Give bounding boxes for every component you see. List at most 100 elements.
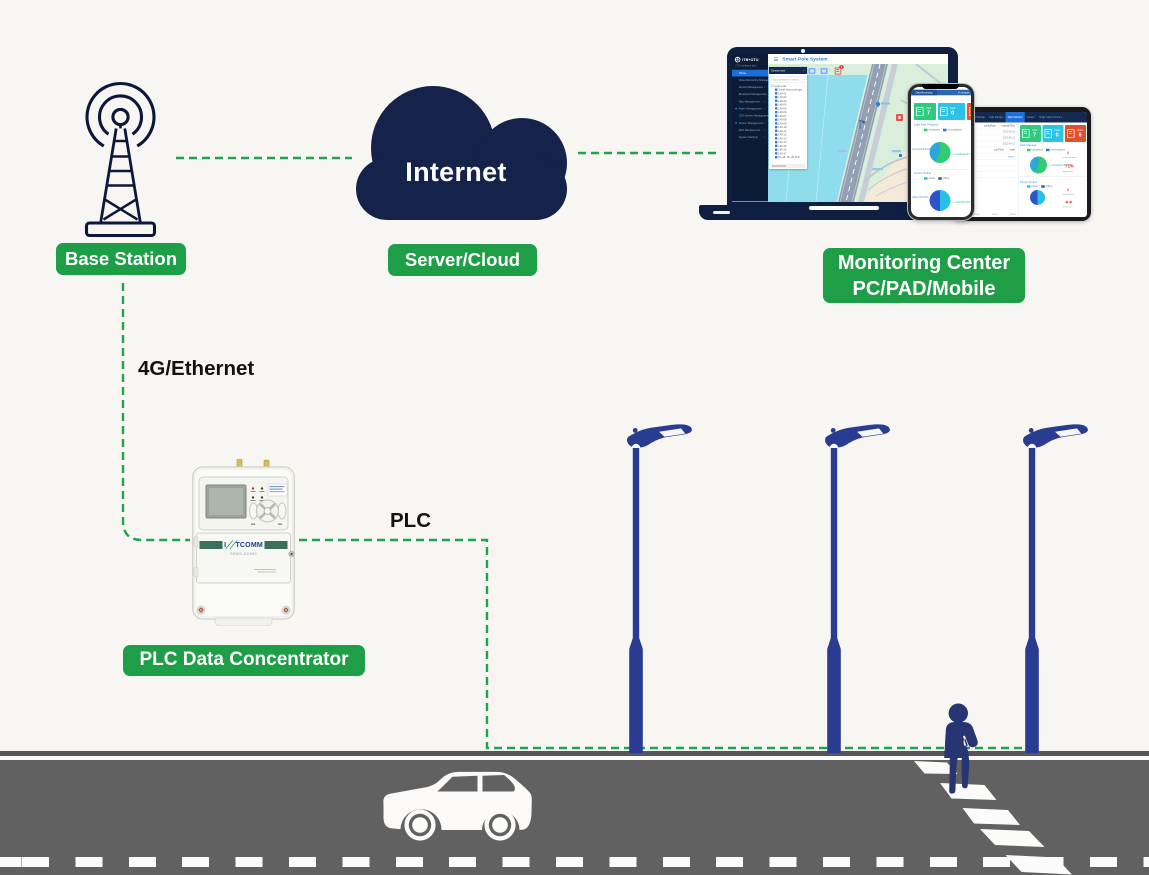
tablet-table-row: 2021-09-12: [1002, 129, 1015, 133]
checkbox-icon[interactable]: [774, 129, 777, 132]
phone-header-menu[interactable]: ⚙ navigate: [957, 91, 970, 94]
phone-notch: [922, 84, 959, 89]
device-model-text: SDMS-DC690: [230, 551, 257, 556]
checkbox-icon[interactable]: [774, 107, 777, 110]
tablet-nav-item[interactable]: Data Statistics: [1005, 111, 1025, 122]
device-tree-item[interactable]: L40-15: [771, 144, 807, 148]
checkbox-icon[interactable]: [774, 156, 777, 159]
device-tree-item[interactable]: L40-04: [771, 103, 807, 107]
map-alert-icon[interactable]: [895, 114, 903, 121]
alarm-tool-button[interactable]: 6: [833, 65, 844, 75]
checkbox-icon[interactable]: [774, 88, 777, 91]
base-station-label: Base Station: [56, 243, 186, 275]
panel-collapse-button[interactable]: −: [802, 69, 805, 72]
sidebar-item[interactable]: Video Monitoring Manage...›: [738, 78, 768, 82]
street-light-3: [1023, 424, 1088, 753]
sidebar-item[interactable]: WiFi Management›: [738, 128, 765, 132]
doc-icon: [1022, 128, 1030, 138]
device-tree-scrollbar[interactable]: [770, 164, 805, 168]
checkbox-icon[interactable]: [774, 103, 777, 106]
device-tree-item[interactable]: PL-18, 19, 20-1LD: [771, 155, 807, 159]
checkbox-icon[interactable]: [774, 144, 777, 147]
map-tool-button-2[interactable]: [818, 67, 829, 75]
sidebar-item[interactable]: System Settings›: [738, 135, 765, 140]
sidebar-item[interactable]: Sensor Management›: [732, 119, 768, 126]
chevron-right-icon: ›: [763, 128, 765, 132]
tablet-stat-number: 0: [1067, 187, 1069, 191]
device-search-input[interactable]: input keyword to search ⌕: [770, 76, 805, 83]
menu-burger-icon[interactable]: ☰: [773, 55, 778, 62]
device-tree-item[interactable]: L40-01: [771, 92, 807, 96]
checkbox-icon[interactable]: [774, 99, 777, 102]
sidebar-item[interactable]: Map Management›: [738, 99, 765, 104]
device-tree-item[interactable]: L40-17: [771, 152, 807, 156]
device-tree-item[interactable]: L40-03: [771, 99, 807, 103]
chevron-right-icon: ›: [763, 92, 765, 97]
device-tree-item[interactable]: L40-10: [771, 125, 807, 129]
map-tool-button-1[interactable]: [806, 67, 817, 75]
device-search-placeholder: input keyword to search: [772, 78, 799, 81]
pedestrian-icon: [944, 703, 978, 794]
tablet-section-title: Device Online: [1020, 180, 1038, 183]
sidebar-item[interactable]: LED Screen Management›: [738, 113, 768, 118]
phone-header-tab[interactable]: Data Monitoring: [911, 89, 937, 96]
checkbox-icon[interactable]: [774, 152, 777, 155]
device-tree-item[interactable]: Smart lamp pole gat...: [771, 88, 807, 92]
device-tree-item[interactable]: L40-09: [771, 122, 807, 126]
base-station-label-text: Base Station: [64, 247, 178, 269]
link-basestation-concentrator: [121, 283, 190, 542]
legend-swatch: [943, 128, 947, 132]
chevron-right-icon: ›: [763, 99, 765, 104]
checkbox-icon[interactable]: [774, 148, 777, 151]
checkbox-icon[interactable]: [774, 126, 777, 129]
phone-pie-label-left: offline:50.00%—: [912, 196, 931, 199]
phone-stat-card[interactable]: [967, 103, 971, 120]
checkbox-icon[interactable]: [774, 111, 777, 114]
checkbox-icon[interactable]: [770, 84, 773, 87]
checkbox-icon[interactable]: [774, 137, 777, 140]
checkbox-icon[interactable]: [774, 92, 777, 95]
sidebar-item[interactable]: Device Management›: [738, 85, 765, 90]
phone-header: Data Monitoring ⚙ navigate: [911, 89, 971, 96]
tablet-nav-item[interactable]: System: [1026, 115, 1035, 119]
checkbox-icon[interactable]: [774, 114, 777, 117]
checkbox-icon[interactable]: [774, 96, 777, 99]
checkbox-icon[interactable]: [774, 122, 777, 125]
device-tree-item[interactable]: L40-06: [771, 110, 807, 114]
chevron-right-icon: ›: [763, 106, 765, 111]
tablet-nav-item[interactable]: Device Manage: [968, 115, 985, 119]
checkbox-icon[interactable]: [774, 141, 777, 144]
app-logo-subtitle: OTU intelligent light...: [735, 64, 758, 67]
device-tree-item[interactable]: L40-08: [771, 118, 807, 122]
tablet-nav-item[interactable]: Single Lamp Control ▾: [1039, 115, 1062, 118]
sidebar-item[interactable]: Broadcast Management›: [738, 92, 767, 97]
device-tree-item[interactable]: L40-07: [771, 114, 807, 118]
device-tree-item[interactable]: L40-16: [771, 148, 807, 152]
device-tree-item[interactable]: L40-12: [771, 133, 807, 137]
doc-icon: [1044, 128, 1052, 138]
checkbox-icon[interactable]: [774, 133, 777, 136]
device-tree-item[interactable]: L40-05: [771, 107, 807, 111]
doc-icon: [916, 107, 924, 116]
tablet-nav-item[interactable]: Light Manage: [989, 115, 1004, 119]
tablet-stat-number: 71%: [1065, 163, 1075, 168]
map-poi-pin-icon[interactable]: [875, 101, 890, 108]
device-tree-item[interactable]: L40-11: [771, 129, 807, 133]
sidebar-item-active[interactable]: Home: [731, 69, 768, 77]
device-tree-root[interactable]: smart pole: [770, 84, 807, 88]
phone-divider: [913, 169, 969, 170]
device-tree-item[interactable]: L40-14: [771, 140, 807, 144]
device-tree-item[interactable]: L40-13: [771, 137, 807, 141]
road-lane-dashes: [0, 857, 1149, 867]
device-tree-item[interactable]: L40-02: [771, 95, 807, 99]
sidebar-item[interactable]: Alarm Management›: [732, 105, 768, 112]
checkbox-icon[interactable]: [774, 118, 777, 121]
monitoring-label-line1: Monitoring Center: [837, 251, 1011, 274]
